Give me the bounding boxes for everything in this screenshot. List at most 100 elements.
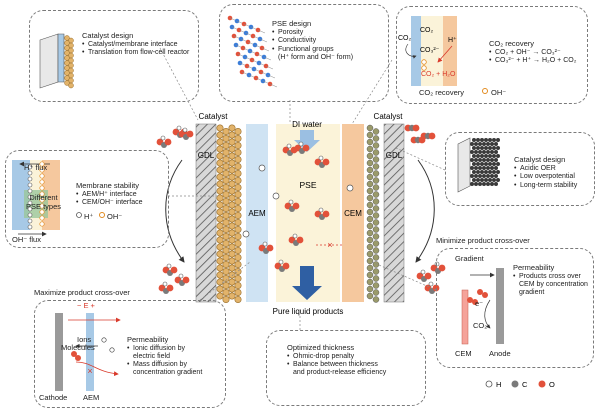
co2-inset-b: CO₂: [420, 27, 434, 34]
panel-acidic-title: Catalyst design: [514, 155, 566, 164]
max-e-label: − E +: [77, 301, 95, 310]
min-cem-label: CEM: [455, 349, 472, 358]
max-item-1: Ionic diffusion by: [127, 345, 185, 354]
panel-min-list: Products cross over: [513, 273, 581, 282]
gdl-left-layer: [195, 123, 217, 303]
catalyst-right-layer: [366, 124, 380, 303]
maximize-heading: Maximize product cross-over: [34, 288, 130, 297]
panel-membrane-title: Membrane stability: [76, 181, 139, 190]
pse-label: PSE: [299, 180, 316, 190]
catalyst-item-2: Translation from flow-cell reactor: [82, 49, 189, 58]
right-curve-arrow: [415, 159, 435, 263]
di-water-label: DI water: [292, 120, 322, 129]
blocked-x-mark: ×: [327, 240, 332, 250]
panel-pse-list: Porosity Conductivity Functional groups: [272, 29, 334, 54]
pse-types-label: Different PSE types: [26, 193, 62, 211]
min-anode-label: Anode: [489, 349, 511, 358]
h-inset: H⁺: [448, 36, 457, 44]
acidic-item-3: Long-term stability: [514, 182, 577, 191]
min-item-1: Products cross over: [513, 273, 581, 282]
atom-legend: H C O: [485, 380, 555, 389]
minimize-inset: [461, 268, 504, 345]
pse-item-3: Functional groups: [272, 46, 334, 55]
gdl-right-label: GDL: [386, 151, 403, 160]
pse-item-1: Porosity: [272, 29, 334, 38]
catalyst-inset-drawing: [39, 33, 74, 89]
panel-min-title: Permeability: [513, 263, 555, 272]
co2-item-2: CO₃²⁻ + H⁺ → H₂O + CO₂: [489, 57, 576, 66]
panel-co2-title: CO₂ recovery: [489, 39, 535, 48]
pse-item-3-cont: (H⁺ form and OH⁻ form): [278, 54, 354, 61]
panel-catalyst-design: Catalyst design Catalyst/membrane interf…: [29, 10, 199, 102]
left-curve-arrow: [165, 159, 185, 263]
panel-minimize-crossover: Gradient e⁻ CO₂ Permeability Products cr…: [436, 248, 594, 368]
legend-o-dot: [538, 380, 546, 388]
max-aem-label: AEM: [83, 393, 100, 402]
minimize-heading: Minimize product cross-over: [436, 236, 530, 245]
cem-label: CEM: [344, 209, 362, 218]
membrane-item-2: CEM/OH⁻ interface: [76, 199, 143, 208]
legend-h-dot: [485, 380, 493, 388]
center-cell: GDL GDL AEM CEM PSE DI water Pure liquid…: [156, 112, 446, 316]
panel-pse-design: PSE design Porosity Conductivity Functio…: [219, 4, 389, 102]
molecules-group: [156, 124, 446, 294]
acidic-catalyst-inset: [457, 137, 500, 193]
min-co2-label: CO₂: [473, 321, 488, 330]
thickness-item-cont: and product-release efficiency: [293, 369, 387, 376]
legend-c-dot: [511, 380, 519, 388]
molecules-label: Molecules: [61, 343, 95, 352]
oh-flux-label: OH⁻ flux: [12, 235, 41, 244]
acidic-item-1: Acidic OER: [514, 165, 577, 174]
svg-text:×: ×: [87, 366, 92, 376]
panel-catalyst-list: Catalyst/membrane interface Translation …: [82, 41, 189, 58]
panel-acidic-catalyst: Catalyst design Acidic OER Low overpoten…: [445, 132, 595, 206]
co2-inset-a: CO₂: [398, 35, 412, 42]
panel-co2-recovery: CO₂ recovery CO₂ + OH⁻ → CO₃²⁻ CO₃²⁻ + H…: [396, 6, 588, 104]
min-item-cont-1: CEM by concentration: [519, 281, 588, 288]
maximize-inset: ×: [55, 313, 121, 391]
legend-h-label: H: [496, 380, 501, 389]
panel-max-list: Ionic diffusion by: [127, 345, 185, 354]
panel-pse-title: PSE design: [272, 19, 312, 28]
membrane-inset: [12, 160, 105, 237]
min-e-label: e⁻: [475, 299, 484, 308]
thickness-item-2: Balance between thickness: [287, 361, 378, 370]
membrane-legend-oh: OH⁻: [107, 212, 123, 221]
acidic-item-2: Low overpotential: [514, 173, 577, 182]
h-flux-label: H⁺ flux: [24, 163, 48, 172]
catalyst-left-layer: [216, 124, 242, 303]
panel-thickness-list: Ohmic-drop penalty Balance between thick…: [287, 353, 378, 370]
pse-item-2: Conductivity: [272, 37, 334, 46]
cem-layer: [342, 124, 364, 302]
catalyst-right-label: Catalyst: [374, 112, 404, 121]
gdl-left-label: GDL: [198, 151, 215, 160]
panel-maximize-crossover: − E + Ions Molecules Permeability Ionic …: [34, 300, 226, 408]
aem-label: AEM: [248, 209, 266, 218]
max-item-2: Mass diffusion by: [127, 361, 187, 370]
legend-o-label: O: [549, 380, 555, 389]
panel-membrane-list: AEM/H⁺ interface CEM/OH⁻ interface: [76, 191, 143, 208]
cathode-label: Cathode: [39, 393, 68, 402]
max-item-cont-2: concentration gradient: [133, 369, 203, 376]
panel-catalyst-title: Catalyst design: [82, 31, 134, 40]
panel-acidic-list: Acidic OER Low overpotential Long-term s…: [514, 165, 577, 190]
pure-products-label: Pure liquid products: [273, 307, 344, 316]
di-water-arrow: [294, 130, 320, 152]
membrane-item-1: AEM/H⁺ interface: [76, 191, 143, 200]
gradient-label: Gradient: [455, 254, 484, 263]
co2-recovery-inset: CO₂ CO₂ CO₃²⁻ H⁺ CO₂ + H₂O: [398, 16, 488, 94]
max-item-cont-1: electric field: [133, 353, 170, 360]
panel-max-title: Permeability: [127, 335, 169, 344]
thickness-item-1: Ohmic-drop penalty: [287, 353, 378, 362]
panel-co2-list: CO₂ + OH⁻ → CO₃²⁻ CO₃²⁻ + H⁺ → H₂O + CO₂: [489, 49, 576, 66]
membrane-legend-h: H⁺: [84, 212, 94, 221]
co2-h2o-inset: CO₂ + H₂O: [421, 71, 456, 78]
min-item-cont-2: gradient: [519, 289, 545, 296]
catalyst-left-label: Catalyst: [199, 112, 229, 121]
panel-membrane-stability: H⁺ flux Different PSE types OH⁻ flux Mem…: [5, 150, 169, 248]
products-arrow: [292, 266, 322, 300]
co2-legend-oh: OH⁻: [491, 88, 507, 97]
co3-inset: CO₃²⁻: [420, 47, 440, 54]
panel-optimized-thickness: Optimized thickness Ohmic-drop penalty B…: [266, 330, 426, 406]
gdl-right-layer: [383, 123, 405, 303]
